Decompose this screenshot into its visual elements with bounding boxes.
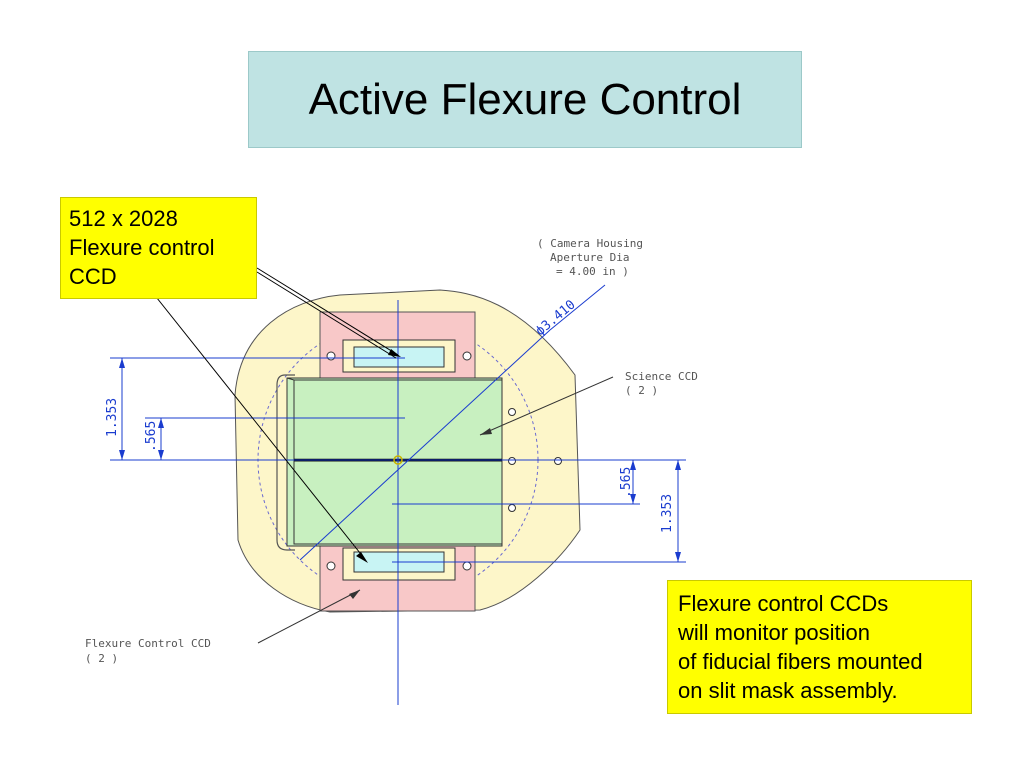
monitor-note-line: of fiducial fibers mounted	[678, 649, 923, 674]
page-title: Active Flexure Control	[308, 74, 742, 124]
flexure-ccd-label-line1: Flexure Control CCD	[85, 637, 211, 650]
side-bracket	[276, 374, 295, 551]
mount-holes	[326, 351, 562, 571]
ccd-callout-line: 512 x 2028	[69, 206, 178, 231]
monitor-note-line: Flexure control CCDs	[678, 591, 889, 616]
dimension-left-outer: 1.353	[105, 398, 120, 437]
callout-arrow-head-bottom	[356, 552, 368, 563]
dimension-arrows	[119, 358, 681, 562]
flexure-ccd-label-line2: ( 2 )	[85, 652, 118, 665]
ccd-callout-line: Flexure control	[69, 235, 215, 260]
science-ccd-label-line2: ( 2 )	[625, 384, 658, 397]
callout-arrows	[144, 267, 399, 559]
camera-housing-note-line1: ( Camera Housing	[537, 237, 643, 250]
optical-center-icon	[393, 455, 403, 465]
callout-arrow-head-top	[388, 349, 401, 357]
ccd-callout-box: 512 x 2028 Flexure control CCD	[60, 197, 257, 299]
diameter-dimension-label: ϕ3.410	[533, 297, 579, 339]
flexure-leader-arrow	[349, 590, 360, 599]
monitor-note-line: will monitor position	[678, 620, 870, 645]
science-leader-arrow	[480, 428, 492, 435]
flexure-ccd-top	[353, 346, 445, 368]
leader-lines	[257, 376, 614, 644]
center-marks	[392, 357, 404, 563]
science-ccd-label-line1: Science CCD	[625, 370, 698, 383]
dimension-left-inner: .565	[144, 421, 159, 452]
monitor-note-box: Flexure control CCDs will monitor positi…	[667, 580, 972, 714]
camera-housing-note-line2: Aperture Dia	[550, 251, 629, 264]
monitor-note-line: on slit mask assembly.	[678, 678, 898, 703]
title-banner: Active Flexure Control	[248, 51, 802, 148]
camera-housing-note-line3: = 4.00 in )	[556, 265, 629, 278]
ccd-callout-line: CCD	[69, 264, 117, 289]
dimension-right-outer: 1.353	[660, 494, 675, 533]
dimension-right-inner: .565	[619, 467, 634, 498]
